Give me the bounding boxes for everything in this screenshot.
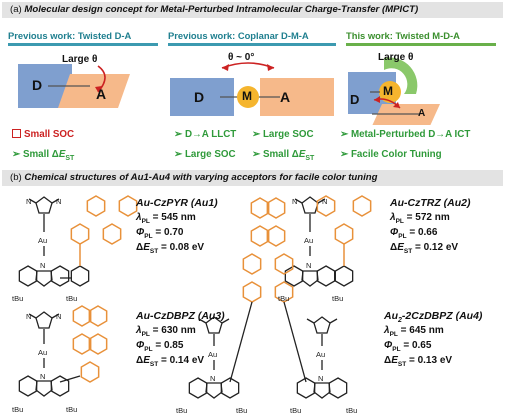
col3-metal-label: M [383, 84, 393, 98]
au2-n-left: N [292, 197, 297, 206]
au3-lambda: λPL = 630 nm [136, 325, 196, 338]
col2-metal-label: M [242, 89, 252, 103]
col3-point2: ➢ Small ΔEST [252, 149, 315, 162]
au1-lambda: λPL = 545 nm [136, 212, 196, 225]
au1-tbu-right: tBu [66, 294, 77, 303]
col1-point1: Small SOC [12, 129, 74, 140]
au4-gold-left: Au [208, 350, 217, 359]
col2-point1: ➢ D→A LLCT [174, 129, 237, 140]
au1-structure [19, 195, 138, 287]
col2-diagram [170, 62, 334, 116]
panel-b-banner: (b) Chemical structures of Au1-Au4 with … [2, 170, 503, 186]
col2-underline [168, 43, 336, 46]
au2-tbu-right: tBu [332, 294, 343, 303]
col3-donor-label: D [350, 92, 360, 107]
au1-phi: ΦPL = 0.70 [136, 227, 184, 240]
col2-angle-label: θ ~ 0° [228, 52, 255, 63]
au4-phi: ΦPL = 0.65 [384, 340, 432, 353]
col3-title: This work: Twisted M-D-A [346, 30, 460, 41]
col3-angle-label: Large θ [378, 52, 414, 63]
au1-tbu-left: tBu [12, 294, 23, 303]
au3-dest: ΔEST = 0.14 eV [136, 355, 205, 368]
col1-rotation-arrow [97, 65, 106, 93]
au2-tbu-left: tBu [278, 294, 289, 303]
au3-tbu-left: tBu [12, 405, 23, 414]
col3-acceptor-label: A [418, 108, 426, 119]
au4-name: Au2-2CzDBPZ (Au4) [384, 310, 483, 325]
au4-dest: ΔEST = 0.13 eV [384, 355, 453, 368]
au4-tbu-2: tBu [236, 406, 247, 415]
col1-acceptor-block [58, 74, 130, 108]
au4-tbu-3: tBu [290, 406, 301, 415]
col2-title: Previous work: Coplanar D-M-A [168, 30, 309, 41]
au2-gold: Au [304, 236, 313, 245]
square-bullet-icon [12, 129, 21, 138]
col1-angle-label: Large θ [62, 54, 98, 65]
col2-arrowhead-left [222, 64, 229, 71]
au2-name: Au-CzTRZ (Au2) [390, 197, 471, 209]
col3-point3: ➢ Metal-Perturbed D→A ICT [340, 129, 471, 140]
panel-a-label: (a) [10, 4, 22, 15]
au4-n-cz-right: N [318, 374, 323, 383]
au4-gold-right: Au [316, 350, 325, 359]
au2-phi: ΦPL = 0.66 [390, 227, 438, 240]
au3-n-cz: N [40, 372, 45, 381]
col3-metal-circle [379, 81, 401, 103]
col2-metal-circle [237, 86, 259, 108]
au1-dest: ΔEST = 0.08 eV [136, 242, 205, 255]
au3-n-right: N [56, 312, 61, 321]
au3-tbu-right: tBu [66, 405, 77, 414]
au3-structure [19, 305, 108, 396]
structures-canvas: N N Au N tBu tBu N N Au N tBu tBu N N Au… [12, 195, 372, 415]
au1-n-right: N [56, 197, 61, 206]
col2-point2: ➢ Large SOC [174, 149, 236, 160]
au4-n-cz-left: N [210, 374, 215, 383]
col1-point2: ➢ Small ΔEST [12, 149, 75, 162]
panel-a-title: Molecular design concept for Metal-Pertu… [24, 4, 419, 15]
au2-structure [285, 195, 372, 287]
col1-acceptor-label: A [96, 86, 107, 102]
au4-tbu-1: tBu [176, 406, 187, 415]
au2-n-right: N [322, 197, 327, 206]
panel-b-title: Chemical structures of Au1-Au4 with vary… [24, 172, 378, 183]
au1-n-cz: N [40, 261, 45, 270]
au4-structure [189, 197, 346, 398]
au3-phi: ΦPL = 0.85 [136, 340, 184, 353]
col3-point4: ➢ Facile Color Tuning [340, 149, 442, 160]
col1-diagram [18, 64, 130, 108]
au4-tbu-4: tBu [346, 406, 357, 415]
col3-point1: ➢ Large SOC [252, 129, 314, 140]
au3-n-left: N [26, 312, 31, 321]
col3-underline [346, 43, 496, 46]
panel-b-label: (b) [10, 172, 22, 183]
col1-donor-label: D [32, 77, 43, 93]
au1-gold: Au [38, 236, 47, 245]
au2-lambda: λPL = 572 nm [390, 212, 450, 225]
au2-n-cz: N [306, 261, 311, 270]
col2-acceptor-label: A [280, 89, 291, 105]
au1-n-left: N [26, 197, 31, 206]
col2-donor-label: D [194, 89, 205, 105]
panel-a-banner: (a) Molecular design concept for Metal-P… [2, 2, 503, 18]
col3-metal-arc [384, 57, 418, 94]
au3-name: Au-CzDBPZ (Au3) [136, 310, 225, 322]
au4-lambda: λPL = 645 nm [384, 325, 444, 338]
col3-arrowhead-left [374, 96, 380, 103]
col1-arrowhead [95, 86, 102, 92]
col1-underline [8, 43, 158, 46]
au2-dest: ΔEST = 0.12 eV [390, 242, 459, 255]
col1-title: Previous work: Twisted D-A [8, 30, 132, 41]
col3-arrowhead-right [393, 102, 400, 108]
col3-diagram [348, 57, 440, 125]
col2-arrowhead-right [267, 64, 274, 71]
au1-name: Au-CzPYR (Au1) [136, 197, 218, 209]
au3-gold: Au [38, 348, 47, 357]
col2-rotation-arrow [221, 62, 275, 69]
